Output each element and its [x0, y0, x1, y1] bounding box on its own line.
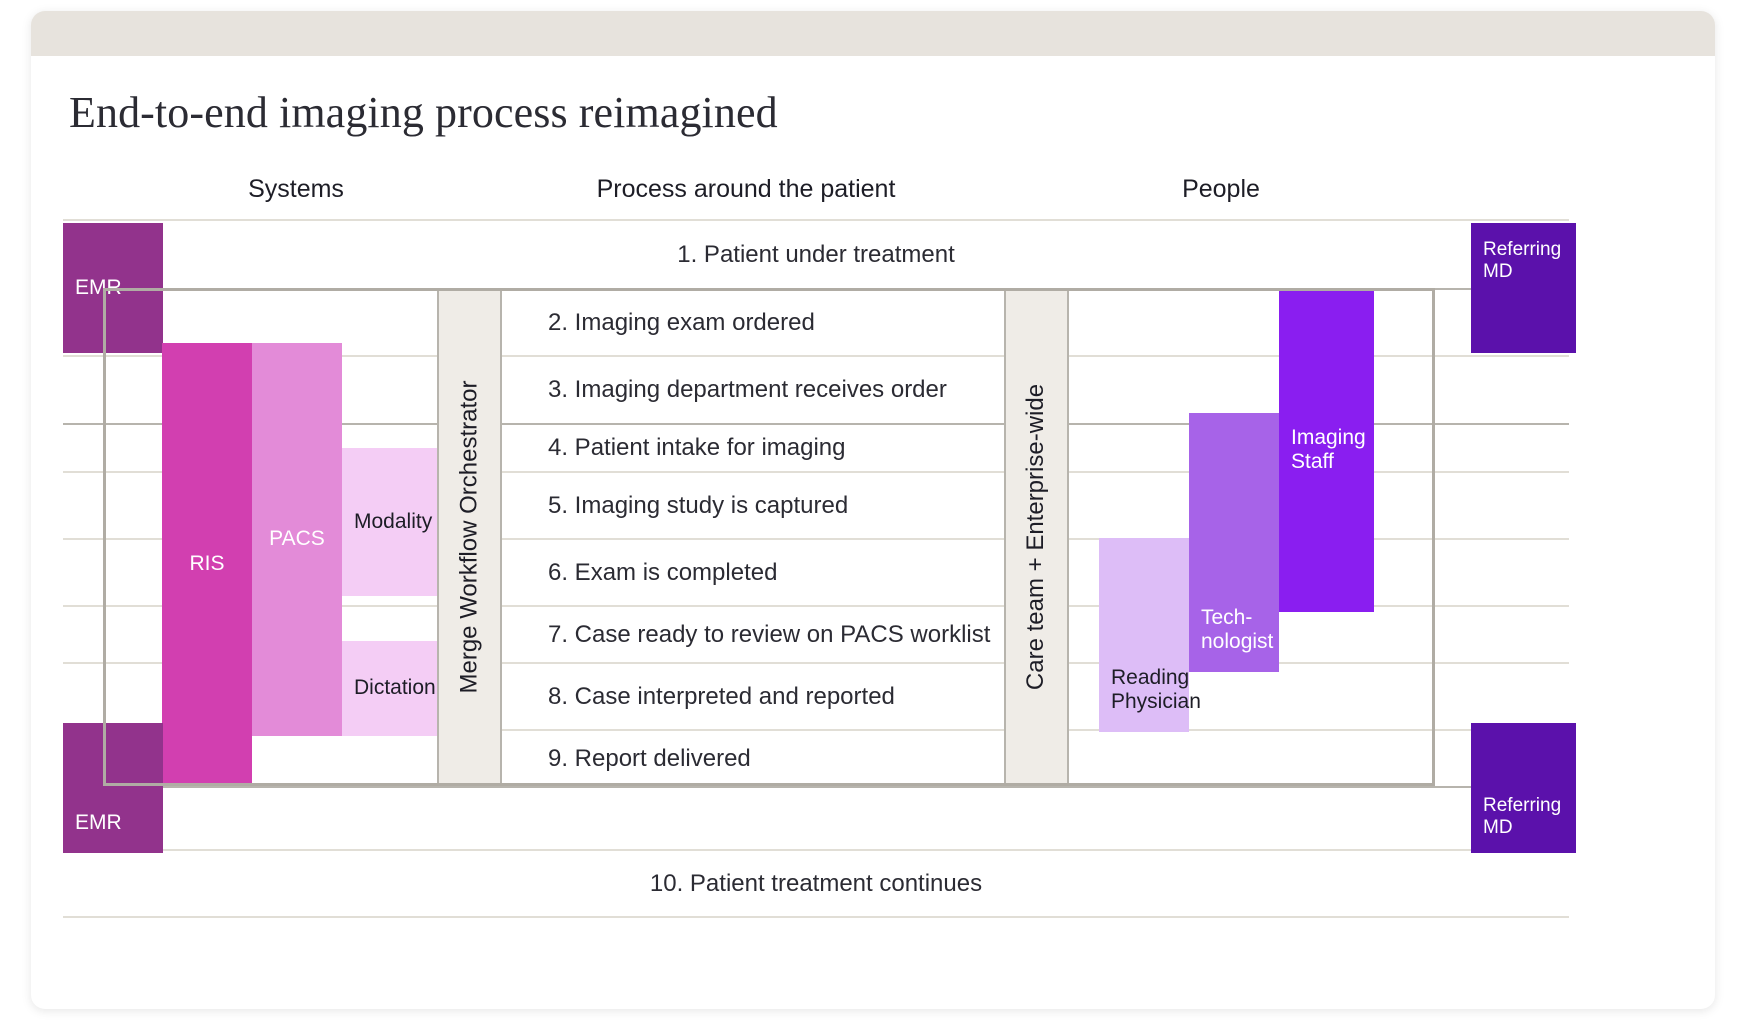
block-reading-physician-label: Reading Physician: [1111, 665, 1201, 713]
process-step-4: 4. Patient intake for imaging: [548, 434, 846, 461]
column-header-systems: Systems: [248, 175, 344, 203]
block-imaging-staff[interactable]: Imaging Staff: [1279, 288, 1374, 612]
block-referring-md-top[interactable]: Referring MD: [1471, 223, 1576, 353]
column-header-process: Process around the patient: [596, 175, 896, 203]
block-technologist[interactable]: Tech- nologist: [1189, 413, 1279, 672]
block-pacs[interactable]: PACS: [252, 343, 342, 736]
process-step-7: 7. Case ready to review on PACS worklist: [548, 620, 991, 648]
slide-card: End-to-end imaging process reimagined Sy…: [31, 11, 1715, 1009]
gridline-5: [63, 538, 1569, 540]
gridline-7: [63, 662, 1569, 664]
block-technologist-label: Tech- nologist: [1201, 605, 1274, 653]
gridline-6: [63, 605, 1569, 607]
process-step-8: 8. Case interpreted and reported: [548, 682, 895, 710]
page-title: End-to-end imaging process reimagined: [69, 88, 778, 137]
block-modality-label: Modality: [354, 509, 433, 533]
block-dictation[interactable]: Dictation: [342, 641, 437, 736]
gridline-9: [63, 786, 1569, 788]
block-reading-physician[interactable]: Reading Physician: [1099, 538, 1201, 732]
block-orchestrator-label: Merge Workflow Orchestrator: [455, 380, 483, 694]
block-imaging-staff-label: Imaging Staff: [1291, 425, 1366, 473]
block-emr-bottom-label: EMR: [75, 810, 122, 834]
block-ris-label: RIS: [189, 552, 225, 576]
process-step-9: 9. Report delivered: [548, 744, 751, 772]
process-step-1: 1. Patient under treatment: [677, 240, 955, 268]
block-referring-md-bottom[interactable]: Referring MD: [1471, 723, 1576, 853]
process-step-5: 5. Imaging study is captured: [548, 491, 849, 519]
process-step-6: 6. Exam is completed: [548, 558, 778, 586]
column-header-people: People: [1182, 175, 1260, 203]
gridline-8: [63, 729, 1569, 731]
gridline-bottom: [63, 916, 1569, 918]
block-dictation-label: Dictation: [354, 676, 436, 700]
block-modality[interactable]: Modality: [342, 448, 437, 596]
process-step-3: 3. Imaging department receives order: [548, 376, 947, 403]
block-referring-md-top-label: Referring MD: [1483, 239, 1562, 282]
gridline-4: [63, 471, 1569, 473]
block-pacs-label: PACS: [269, 527, 325, 551]
gridline-3: [63, 423, 1569, 425]
block-care-team-label: Care team + Enterprise-wide: [1022, 383, 1050, 691]
block-merge-workflow-orchestrator[interactable]: Merge Workflow Orchestrator: [437, 288, 502, 786]
gridline-10: [63, 849, 1569, 851]
process-step-2: 2. Imaging exam ordered: [548, 308, 815, 336]
gridline-top: [63, 219, 1569, 221]
block-referring-md-bottom-label: Referring MD: [1483, 795, 1562, 839]
gridline-2: [63, 355, 1569, 357]
process-step-10: 10. Patient treatment continues: [649, 869, 983, 897]
imaging-process-diagram: Systems Process around the patient Peopl…: [31, 11, 1715, 1009]
block-emr-top-label: EMR: [75, 275, 122, 299]
block-emr-bottom[interactable]: EMR: [63, 723, 163, 853]
card-accent-bar: [31, 11, 1715, 56]
block-ris[interactable]: RIS: [162, 343, 252, 786]
block-care-team[interactable]: Care team + Enterprise-wide: [1004, 288, 1069, 786]
